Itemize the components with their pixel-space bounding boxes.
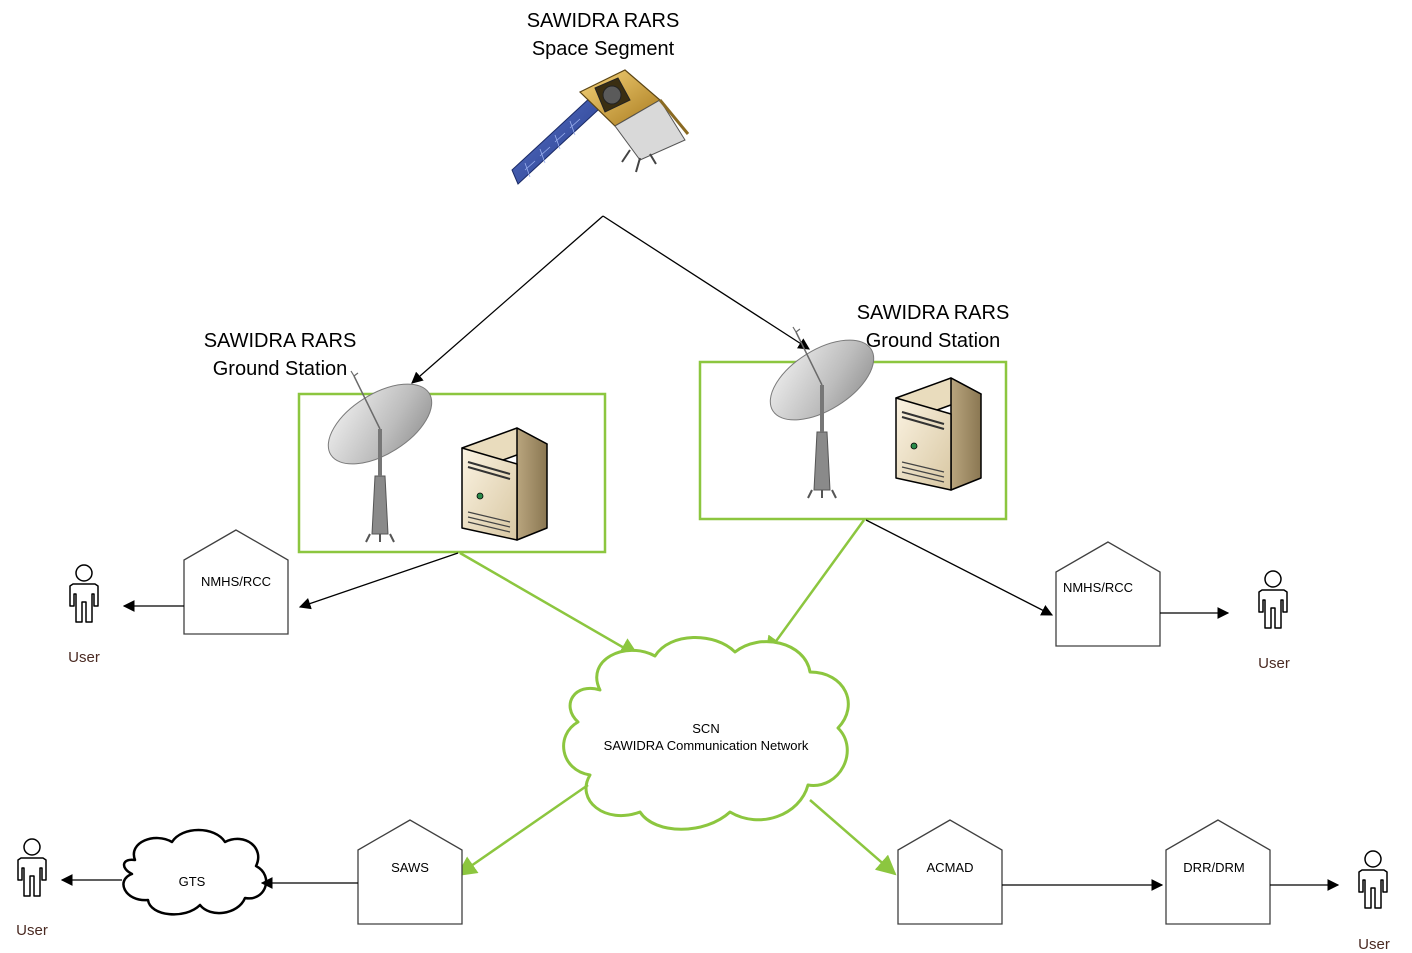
user-icon (69, 564, 99, 623)
acmad-label: ACMAD (927, 860, 974, 875)
user-right-bottom-label: User (1358, 936, 1390, 953)
scn-label-line1: SCN (692, 721, 719, 736)
acmad-node: ACMAD (897, 819, 1003, 925)
drr-drm-label: DRR/DRM (1183, 860, 1244, 875)
drr-drm-node: DRR/DRM (1165, 819, 1271, 925)
scn-cloud: SCN SAWIDRA Communication Network (562, 636, 850, 831)
ground-station-left-title-line1: SAWIDRA RARS (204, 330, 357, 352)
ground-to-nmhs-arrows (122, 519, 1230, 619)
gts-cloud: GTS (122, 828, 268, 916)
distribution-arrows (60, 874, 1340, 891)
scn-label-line2: SAWIDRA Communication Network (604, 738, 809, 753)
user-left-top-label: User (68, 649, 100, 666)
user-left-bottom: User (16, 838, 48, 939)
ground-station-right-title-line1: SAWIDRA RARS (857, 302, 1010, 324)
nmhs-rcc-left-label: NMHS/RCC (201, 574, 271, 589)
ground-station-left-title-line2: Ground Station (213, 358, 348, 380)
saws-label: SAWS (391, 860, 429, 875)
user-right-top-label: User (1258, 655, 1290, 672)
nmhs-rcc-left: NMHS/RCC (183, 529, 289, 635)
ground-station-left (297, 365, 607, 554)
satellite-icon (511, 69, 690, 185)
user-left-top: User (68, 564, 100, 666)
space-segment-title-line2: Space Segment (532, 38, 675, 60)
downlink-arrows (411, 215, 810, 384)
server-icon (895, 377, 982, 491)
user-icon (17, 838, 47, 897)
ground-station-right (698, 321, 1008, 521)
ground-station-right-title-line2: Ground Station (866, 330, 1001, 352)
gts-label: GTS (179, 874, 206, 889)
server-icon (461, 427, 548, 541)
nmhs-rcc-right: NMHS/RCC (1055, 541, 1161, 647)
space-segment-title-line1: SAWIDRA RARS (527, 10, 680, 32)
user-icon (1358, 850, 1388, 909)
scn-to-centers-arrows (456, 783, 897, 877)
ground-to-scn-arrows (459, 519, 866, 658)
user-left-bottom-label: User (16, 922, 48, 939)
user-right-top: User (1258, 570, 1290, 672)
saws-node: SAWS (357, 819, 463, 925)
nmhs-rcc-right-label: NMHS/RCC (1063, 580, 1133, 595)
user-icon (1258, 570, 1288, 629)
user-right-bottom: User (1358, 850, 1390, 953)
